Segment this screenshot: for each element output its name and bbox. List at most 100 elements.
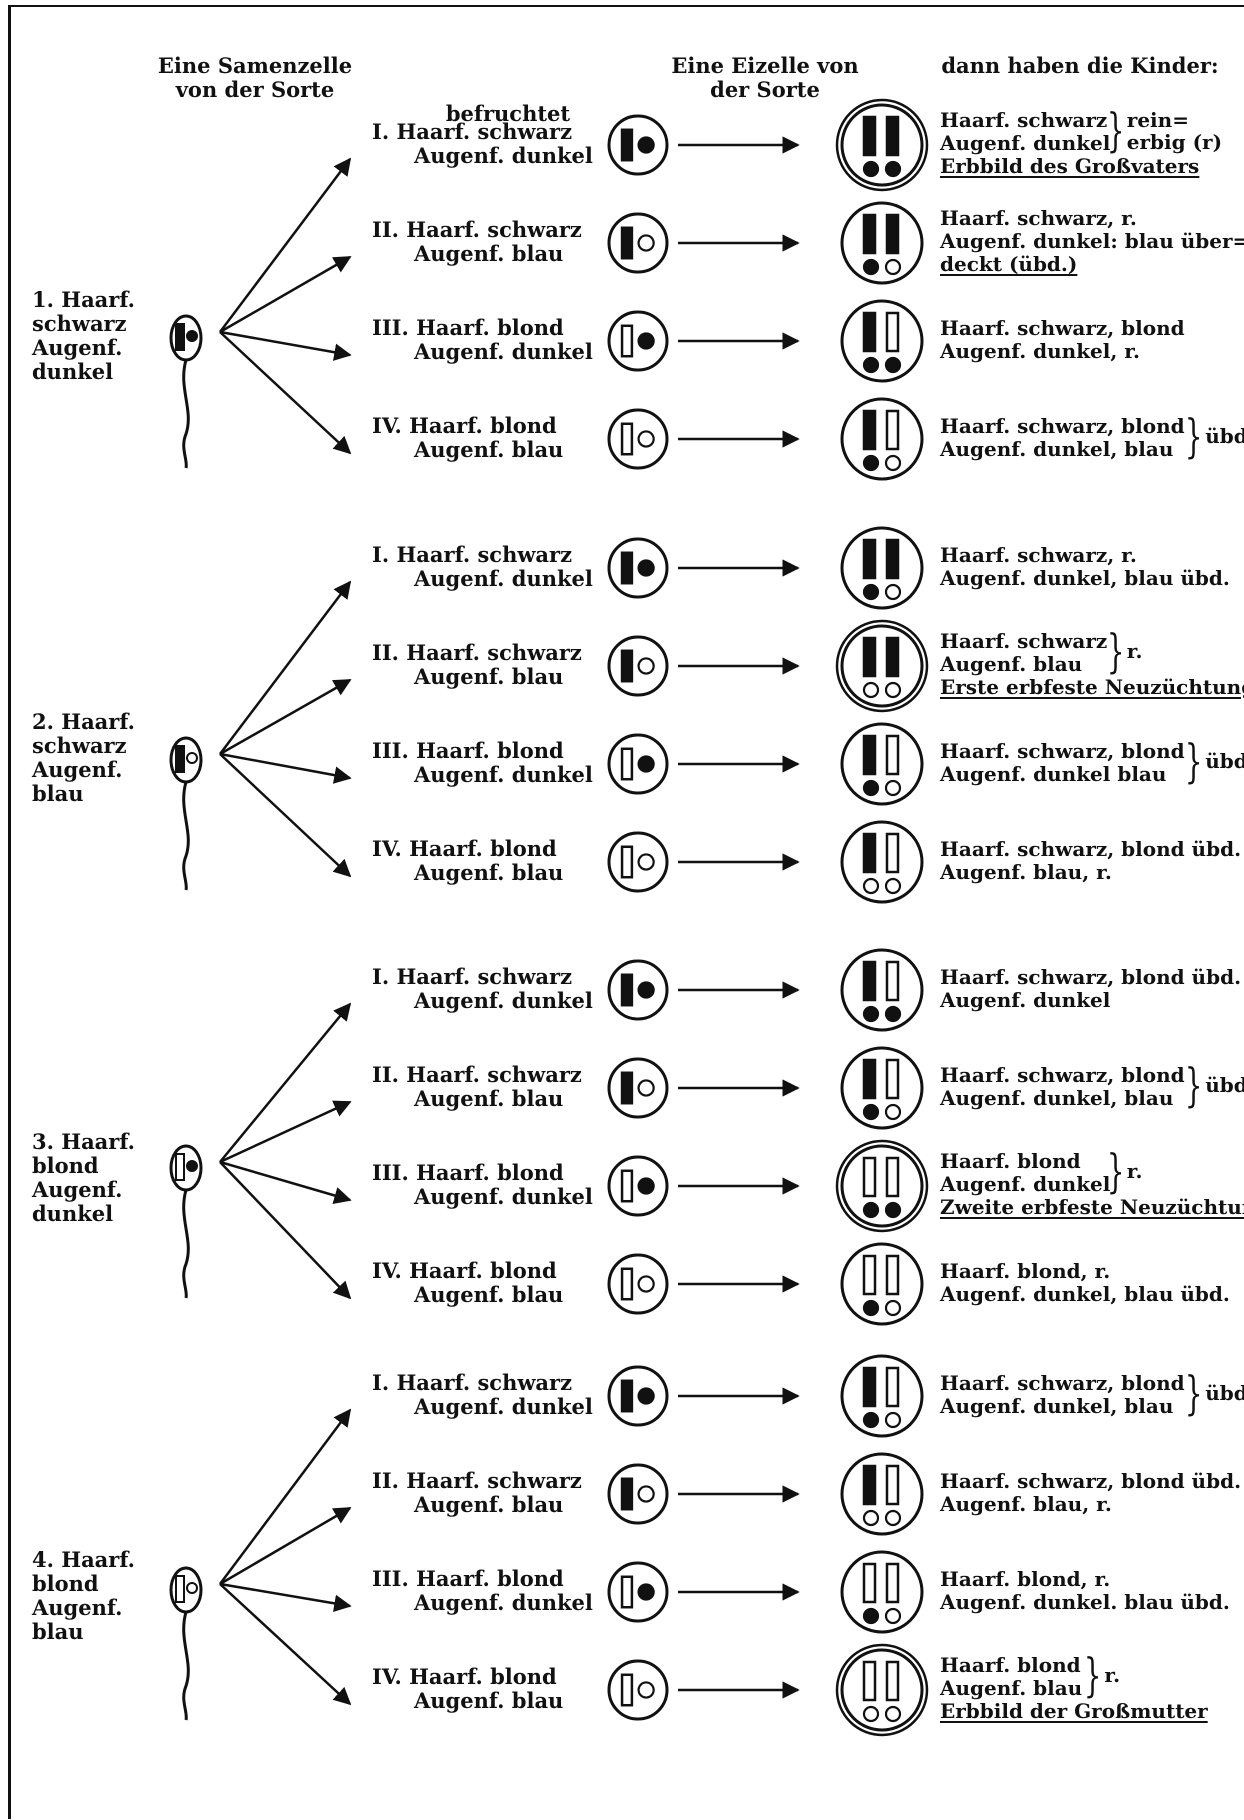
child-cell-1-4-hair-bar-1 [862,409,877,451]
child-cell-4-4-hair-bar-1 [862,1660,877,1702]
egg-cell-4-1-hair-bar [620,1379,634,1413]
egg-numeral-2-4: IV. [372,836,402,861]
child-cell-3-3-eye-dot-2 [884,1201,902,1219]
sperm-cell-3-hair-bar [175,1153,185,1181]
egg-label-2-1-line-1-text: Haarf. schwarz [396,542,573,567]
egg-numeral-4-4: IV. [372,1664,402,1689]
egg-label-4-3-line-2: Augenf. dunkel [414,1590,593,1615]
egg-numeral-1-2: II. [372,217,399,242]
result-line-4-1-1: Haarf. schwarz, blond [940,1371,1185,1395]
egg-label-2-3-line-2: Augenf. dunkel [414,762,593,787]
result-note-1-2: deckt (übd.) [940,252,1078,276]
sperm-cell-2-eye-dot [186,752,198,764]
sperm-cell-4-tail [182,1611,190,1721]
header-sperm-line1: Eine Samenzelle [157,53,353,78]
father-label-1-line-3: Augenf. [32,335,123,360]
result-line-2-4-2: Augenf. blau, r. [940,860,1112,884]
result-line-1-1-2: Augenf. dunkel [940,131,1111,155]
egg-cell-1-4-eye-dot [637,430,655,448]
egg-label-2-3-line-1: III. Haarf. blond [372,739,582,763]
result-line-1-4-1: Haarf. schwarz, blond [940,414,1185,438]
father-label-1-line-1: 1. Haarf. [32,287,135,312]
child-cell-3-1 [840,948,924,1032]
child-cell-1-4 [840,397,924,481]
egg-label-3-1-line-1-text: Haarf. schwarz [396,964,573,989]
egg-cell-1-4 [607,408,669,470]
egg-label-1-4-line-2: Augenf. blau [414,437,564,462]
header-sperm-line2: von der Sorte [175,77,335,102]
result-line-2-1-2: Augenf. dunkel, blau übd. [940,566,1230,590]
egg-cell-2-1-eye-dot [637,559,655,577]
result-text-4-3: Haarf. blond, r.Augenf. dunkel. blau übd… [940,1568,1240,1614]
result-brace-3-3: } [1106,1144,1125,1198]
egg-label-3-2-line-2: Augenf. blau [414,1086,564,1111]
egg-label-2-2-line-2: Augenf. blau [414,664,564,689]
egg-cell-4-4-hair-bar [620,1673,634,1707]
egg-cell-2-4 [607,831,669,893]
child-cell-4-1-eye-dot-1 [862,1411,880,1429]
result-suffix-1-4: übd. [1205,425,1244,447]
fan-arrow-1-1 [219,157,352,333]
egg-label-1-2-line-1-text: Haarf. schwarz [406,217,582,242]
child-cell-2-4-hair-bar-1 [862,832,877,874]
egg-cell-1-4-hair-bar [620,422,634,456]
egg-cell-1-3 [607,310,669,372]
result-line-3-4-1: Haarf. blond, r. [940,1259,1111,1283]
egg-numeral-3-4: IV. [372,1258,402,1283]
sperm-cell-1-hair-bar [175,323,185,351]
child-cell-1-3-eye-dot-1 [862,356,880,374]
child-cell-2-1-hair-bar-1 [862,538,877,580]
result-suffix-4-1-line-1: übd. [1205,1381,1244,1405]
egg-cell-1-2-hair-bar [620,226,634,260]
result-line-3-4-2: Augenf. dunkel, blau übd. [940,1282,1230,1306]
child-cell-4-1-hair-bar-2 [885,1366,900,1408]
egg-cell-2-4-eye-dot [637,853,655,871]
child-cell-3-4-hair-bar-2 [885,1254,900,1296]
egg-cell-3-3-eye-dot [637,1177,655,1195]
result-line-4-4-2: Augenf. blau [940,1676,1083,1700]
child-cell-4-1-eye-dot-2 [884,1411,902,1429]
child-cell-2-1-hair-bar-2 [885,538,900,580]
egg-numeral-2-3: III. [372,738,409,763]
egg-numeral-4-1: I. [372,1370,390,1395]
child-cell-4-3-hair-bar-2 [885,1562,900,1604]
result-suffix-3-2: übd. [1205,1074,1244,1096]
result-suffix-4-4-line-1: r. [1104,1663,1121,1687]
child-cell-1-1-hair-bar-1 [862,115,877,157]
egg-numeral-1-3: III. [372,315,409,340]
child-cell-4-1 [840,1354,924,1438]
sperm-cell-3-eye-dot [186,1160,198,1172]
child-cell-2-3-eye-dot-1 [862,779,880,797]
father-label-1-line-4: dunkel [32,359,114,384]
egg-label-4-1-line-1-text: Haarf. schwarz [396,1370,573,1395]
egg-cell-3-4-eye-dot [637,1275,655,1293]
egg-numeral-1-4: IV. [372,413,402,438]
egg-label-3-1-line-2: Augenf. dunkel [414,988,593,1013]
result-line-4-3-1: Haarf. blond, r. [940,1567,1111,1591]
result-line-3-1-2: Augenf. dunkel [940,988,1111,1012]
egg-cell-1-3-hair-bar [620,324,634,358]
fan-arrow-2-3 [219,752,352,784]
child-cell-1-2-hair-bar-1 [862,213,877,255]
child-cell-2-4-eye-dot-1 [862,877,880,895]
child-cell-1-1-outer-ring [835,98,929,192]
egg-cell-4-1-eye-dot [637,1387,655,1405]
result-suffix-2-2-line-1: r. [1126,639,1143,663]
child-cell-1-1-eye-dot-1 [862,160,880,178]
child-cell-2-1-eye-dot-2 [884,583,902,601]
result-suffix-2-2: r. [1127,640,1143,662]
egg-label-4-3-line-1-text: Haarf. blond [416,1566,564,1591]
egg-cell-1-2-eye-dot [637,234,655,252]
child-cell-4-2-eye-dot-2 [884,1509,902,1527]
child-cell-1-2-eye-dot-1 [862,258,880,276]
child-cell-4-4-eye-dot-1 [862,1705,880,1723]
result-line-1-3-2: Augenf. dunkel, r. [940,339,1140,363]
egg-numeral-3-3: III. [372,1160,409,1185]
